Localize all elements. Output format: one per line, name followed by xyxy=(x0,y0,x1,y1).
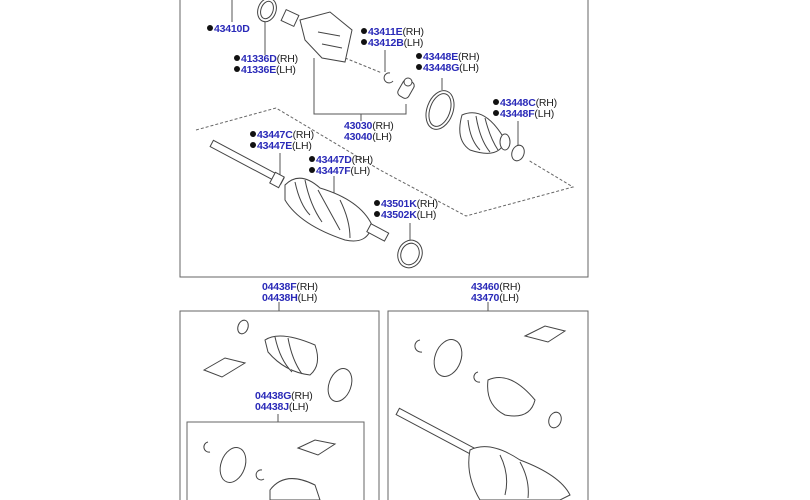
part-number-link[interactable]: 04438H xyxy=(262,292,298,304)
bullet-icon xyxy=(309,167,315,173)
part-number-link[interactable]: 43447D xyxy=(316,154,352,166)
side-label: (RH) xyxy=(351,154,374,166)
part-label-43501: 43501K(RH) 43502K(LH) xyxy=(374,199,438,221)
bullet-icon xyxy=(493,99,499,105)
side-label: (RH) xyxy=(292,129,315,141)
part-number-link[interactable]: 43410D xyxy=(214,23,250,35)
drive-shaft-assembly xyxy=(209,139,390,242)
side-label: (LH) xyxy=(459,62,479,74)
part-number-link[interactable]: 43447C xyxy=(257,129,293,141)
side-label: (RH) xyxy=(535,97,558,109)
part-number-link[interactable]: 43501K xyxy=(381,198,417,210)
outboard-seal-ring xyxy=(397,239,423,269)
side-label: (LH) xyxy=(350,165,371,177)
part-number-link[interactable]: 04438G xyxy=(255,390,292,402)
tripod-joint xyxy=(397,77,415,99)
part-number-link[interactable]: 43447E xyxy=(257,140,293,152)
kit-label-04438F: 04438F(RH) 04438H(LH) xyxy=(262,282,318,304)
part-number-link[interactable]: 43502K xyxy=(381,209,417,221)
part-number-link[interactable]: 43448C xyxy=(500,97,536,109)
part-number-link[interactable]: 43447F xyxy=(316,165,351,177)
bullet-icon xyxy=(234,55,240,61)
side-label: (RH) xyxy=(291,390,313,402)
bullet-icon xyxy=(250,142,256,148)
part-number-link[interactable]: 43448G xyxy=(423,62,460,74)
part-label-43030: 43030(RH) 43040(LH) xyxy=(344,121,394,143)
part-label-43411: 43411E(RH) 43412B(LH) xyxy=(361,27,424,49)
part-number-link[interactable]: 04438F xyxy=(262,281,297,293)
side-label: (LH) xyxy=(292,140,312,152)
boot-clamp-large xyxy=(425,90,455,130)
side-label: (RH) xyxy=(296,281,318,293)
kit-right-parts xyxy=(395,325,571,500)
part-label-43447DF: 43447D(RH) 43447F(LH) xyxy=(309,155,373,177)
part-number-link[interactable]: 43412B xyxy=(368,37,404,49)
bullet-icon xyxy=(250,131,256,137)
part-number-link[interactable]: 04438J xyxy=(255,401,289,413)
bullet-icon xyxy=(361,28,367,34)
part-number-link[interactable]: 43448E xyxy=(423,51,459,63)
bullet-icon xyxy=(416,53,422,59)
side-label: (LH) xyxy=(499,292,519,304)
side-label: (RH) xyxy=(402,26,424,38)
outboard-joint-housing xyxy=(280,8,353,63)
kit-left-parts xyxy=(202,319,353,500)
boot-clamp-small xyxy=(511,144,525,162)
bullet-icon xyxy=(309,156,315,162)
main-group-frame xyxy=(179,0,589,278)
side-label: (LH) xyxy=(297,292,318,304)
side-label: (LH) xyxy=(276,64,296,76)
side-label: (RH) xyxy=(458,51,480,63)
kit-frame-inner xyxy=(186,421,365,500)
kit-label-04438G: 04438G(RH) 04438J(LH) xyxy=(255,391,313,413)
kit-label-43460: 43460(RH) 43470(LH) xyxy=(471,282,521,304)
part-number-link[interactable]: 41336E xyxy=(241,64,277,76)
dust-seal-ring xyxy=(257,0,277,23)
inboard-boot xyxy=(459,112,511,154)
side-label: (LH) xyxy=(372,131,392,143)
part-number-link[interactable]: 43030 xyxy=(344,120,373,132)
part-number-link[interactable]: 41336D xyxy=(241,53,277,65)
side-label: (RH) xyxy=(499,281,521,293)
bullet-icon xyxy=(234,66,240,72)
side-label: (RH) xyxy=(372,120,394,132)
side-label: (LH) xyxy=(288,401,309,413)
part-label-43448EG: 43448E(RH) 43448G(LH) xyxy=(416,51,480,74)
side-label: (LH) xyxy=(403,37,424,49)
side-label: (RH) xyxy=(276,53,299,65)
part-number-link[interactable]: 43411E xyxy=(368,26,403,38)
part-number-link[interactable]: 43470 xyxy=(471,292,500,304)
bullet-icon xyxy=(374,211,380,217)
part-label-43447CE: 43447C(RH) 43447E(LH) xyxy=(250,130,314,152)
side-label: (RH) xyxy=(416,198,439,210)
bullet-icon xyxy=(416,64,422,70)
side-label: (LH) xyxy=(416,209,437,221)
side-label: (LH) xyxy=(534,108,555,120)
part-number-link[interactable]: 43460 xyxy=(471,281,500,293)
part-label-43448CF: 43448C(RH) 43448F(LH) xyxy=(493,98,557,120)
part-label-43410D: 43410D xyxy=(207,24,250,35)
bullet-icon xyxy=(207,25,213,31)
bullet-icon xyxy=(361,39,367,45)
snap-ring xyxy=(383,72,394,84)
part-label-41336: 41336D(RH) 41336E(LH) xyxy=(234,54,298,76)
bullet-icon xyxy=(493,110,499,116)
part-number-link[interactable]: 43448F xyxy=(500,108,535,120)
bullet-icon xyxy=(374,200,380,206)
part-number-link[interactable]: 43040 xyxy=(344,131,373,143)
